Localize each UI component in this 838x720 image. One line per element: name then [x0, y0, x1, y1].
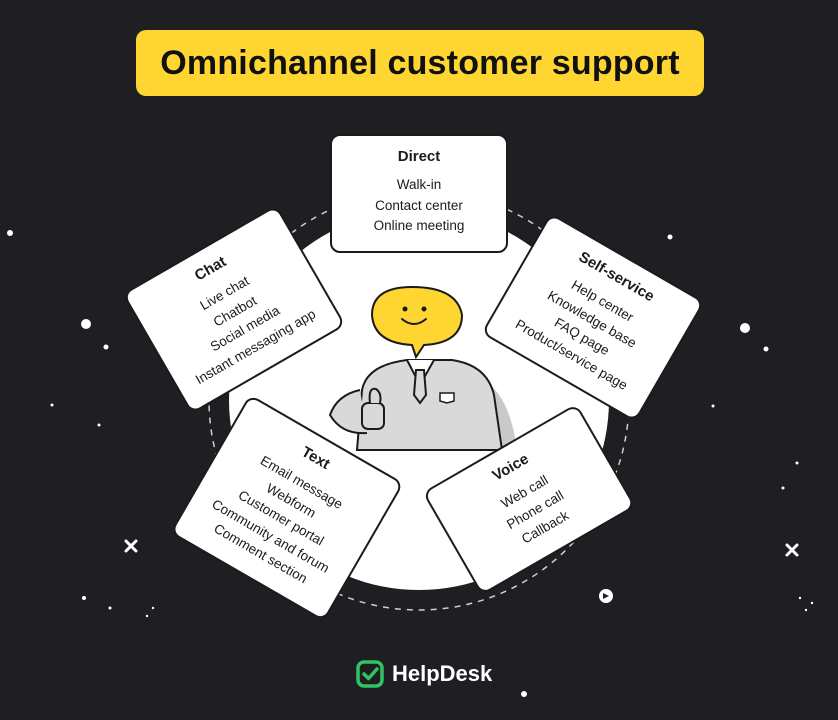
- card-direct: Direct Walk-in Contact center Online mee…: [330, 134, 508, 253]
- list-item: Walk-in: [396, 177, 442, 192]
- chat-bubble-icon: [599, 589, 613, 603]
- person-thumbs-up-icon: [328, 285, 517, 451]
- card-title: Direct: [397, 148, 441, 165]
- sparkle-crosses: [124, 539, 799, 557]
- list-item: Online meeting: [373, 218, 465, 233]
- checkmark-square-icon: [356, 660, 384, 688]
- star-dots: [7, 230, 814, 697]
- list-item: Contact center: [375, 197, 463, 213]
- brand-name: HelpDesk: [392, 661, 493, 686]
- brand-logo: HelpDesk: [356, 660, 492, 688]
- page-title: Omnichannel customer support: [136, 30, 704, 96]
